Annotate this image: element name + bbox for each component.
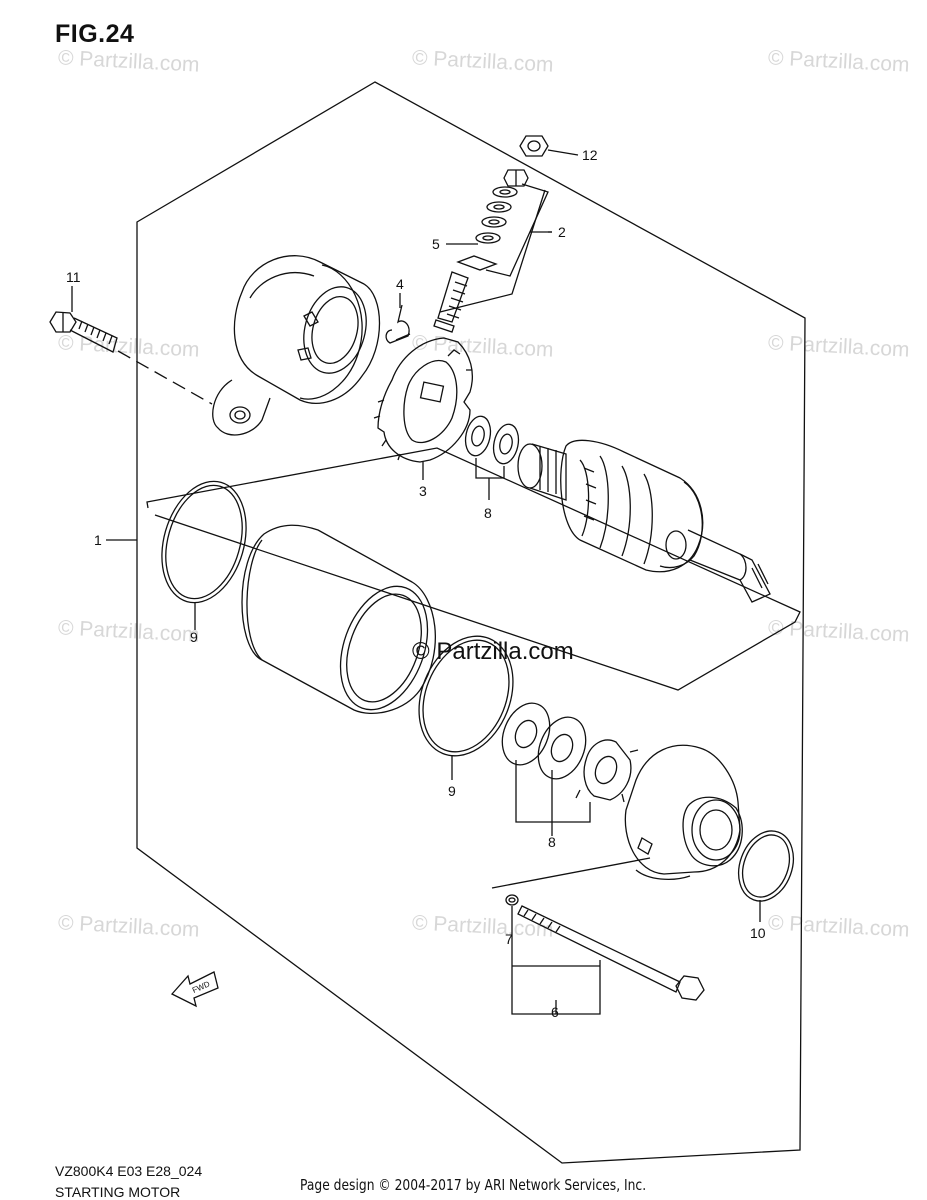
leader-lines: [71, 231, 552, 541]
callout-9-upper: 9: [190, 629, 198, 645]
figure-title: FIG.24: [55, 20, 135, 48]
washers-part-8-lower: [501, 702, 639, 836]
callout-5: 5: [432, 236, 440, 252]
nut-part-12: [519, 135, 579, 157]
o-ring-part-9-upper: [161, 480, 247, 630]
callout-7: 7: [505, 931, 513, 947]
terminal-stud-assembly: [433, 169, 552, 333]
fwd-arrow-icon: [170, 971, 219, 1008]
callout-11: 11: [66, 269, 81, 285]
callout-8-lower: 8: [548, 834, 556, 850]
callout-1: 1: [94, 532, 102, 548]
callout-4: 4: [396, 276, 404, 292]
front-cover: [624, 744, 743, 881]
figure-subtitle: STARTING MOTOR: [55, 1184, 181, 1200]
callout-6: 6: [551, 1004, 559, 1020]
callout-8-upper: 8: [484, 505, 492, 521]
callout-10: 10: [750, 925, 766, 941]
model-code: VZ800K4 E03 E28_024: [55, 1163, 203, 1179]
page-footer: Page design © 2004-2017 by ARI Network S…: [300, 1176, 647, 1194]
callout-9-lower: 9: [448, 783, 456, 799]
callout-3: 3: [419, 483, 427, 499]
callout-2: 2: [558, 224, 566, 240]
through-bolt-part-6: [491, 857, 705, 1015]
callout-12: 12: [582, 147, 598, 163]
washers-part-8-upper: [464, 415, 520, 500]
center-watermark: © Partzilla.com: [412, 638, 574, 665]
yoke-frame: [146, 447, 801, 691]
clip-part-4: [385, 293, 411, 344]
o-ring-part-10: [737, 830, 795, 922]
o-ring-part-9-lower: [418, 635, 514, 780]
rear-cover-housing: [212, 255, 381, 436]
brush-plate-part-3: [373, 337, 473, 480]
assembly-border: [136, 81, 806, 1164]
bolt-part-11: [49, 311, 213, 405]
armature: [517, 439, 771, 603]
yoke-housing: [241, 524, 436, 714]
